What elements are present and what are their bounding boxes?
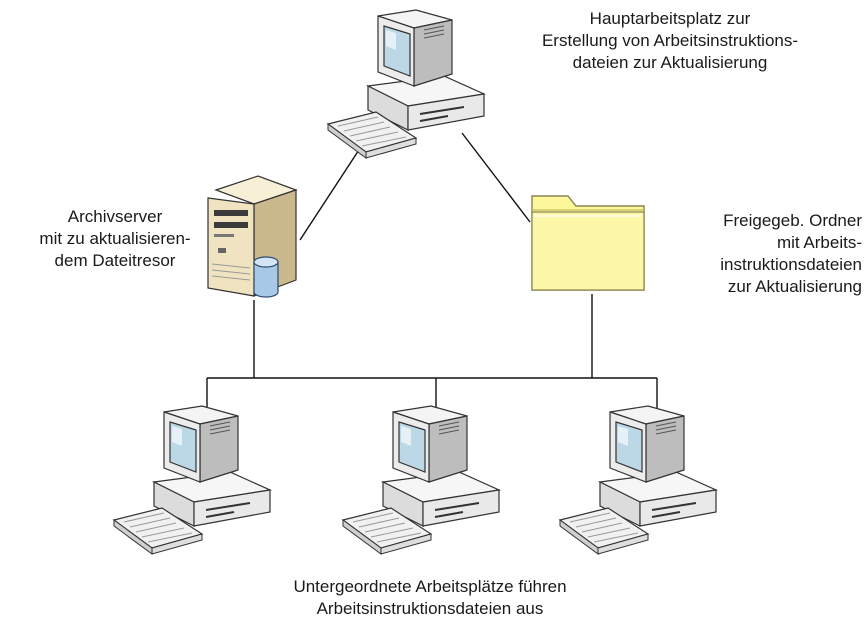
link-main-to-folder (461, 132, 531, 223)
label-line: Arbeitsinstruktionsdateien aus (316, 599, 544, 618)
label-line: Hauptarbeitsplatz zur (589, 9, 751, 28)
database-icon (253, 256, 279, 298)
sub-workstations-label: Untergeordnete Arbeitsplätze führen Arbe… (200, 576, 660, 620)
label-line: mit Arbeits- (776, 233, 862, 252)
server-database-icon (207, 175, 298, 298)
desktop-computer-icon (327, 9, 485, 159)
sub-workstation-right (559, 405, 717, 555)
shared-folder-label: Freigegeb. Ordner mit Arbeits- instrukti… (664, 210, 862, 298)
label-line: Freigegeb. Ordner (723, 211, 862, 230)
main-workstation-label: Hauptarbeitsplatz zur Erstellung von Arb… (490, 8, 850, 74)
desktop-computer-icon (559, 405, 717, 555)
folder-icon (531, 195, 645, 291)
main-workstation (327, 9, 485, 159)
label-line: Archivserver (67, 207, 163, 226)
desktop-computer-icon (113, 405, 271, 555)
label-line: dateien zur Aktualisierung (572, 53, 768, 72)
label-line: Untergeordnete Arbeitsplätze führen (293, 577, 567, 596)
label-line: Erstellung von Arbeitsinstruktions- (541, 31, 799, 50)
sub-workstation-left (113, 405, 271, 555)
label-line: mit zu aktualisieren- (39, 229, 191, 248)
label-line: zur Aktualisierung (727, 277, 862, 296)
label-line: dem Dateitresor (54, 251, 176, 270)
archive-server-label: Archivserver mit zu aktualisieren- dem D… (10, 206, 220, 272)
archive-server (207, 175, 298, 298)
desktop-computer-icon (342, 405, 500, 555)
label-line: instruktionsdateien (720, 255, 862, 274)
shared-folder (531, 195, 645, 291)
sub-workstation-center (342, 405, 500, 555)
